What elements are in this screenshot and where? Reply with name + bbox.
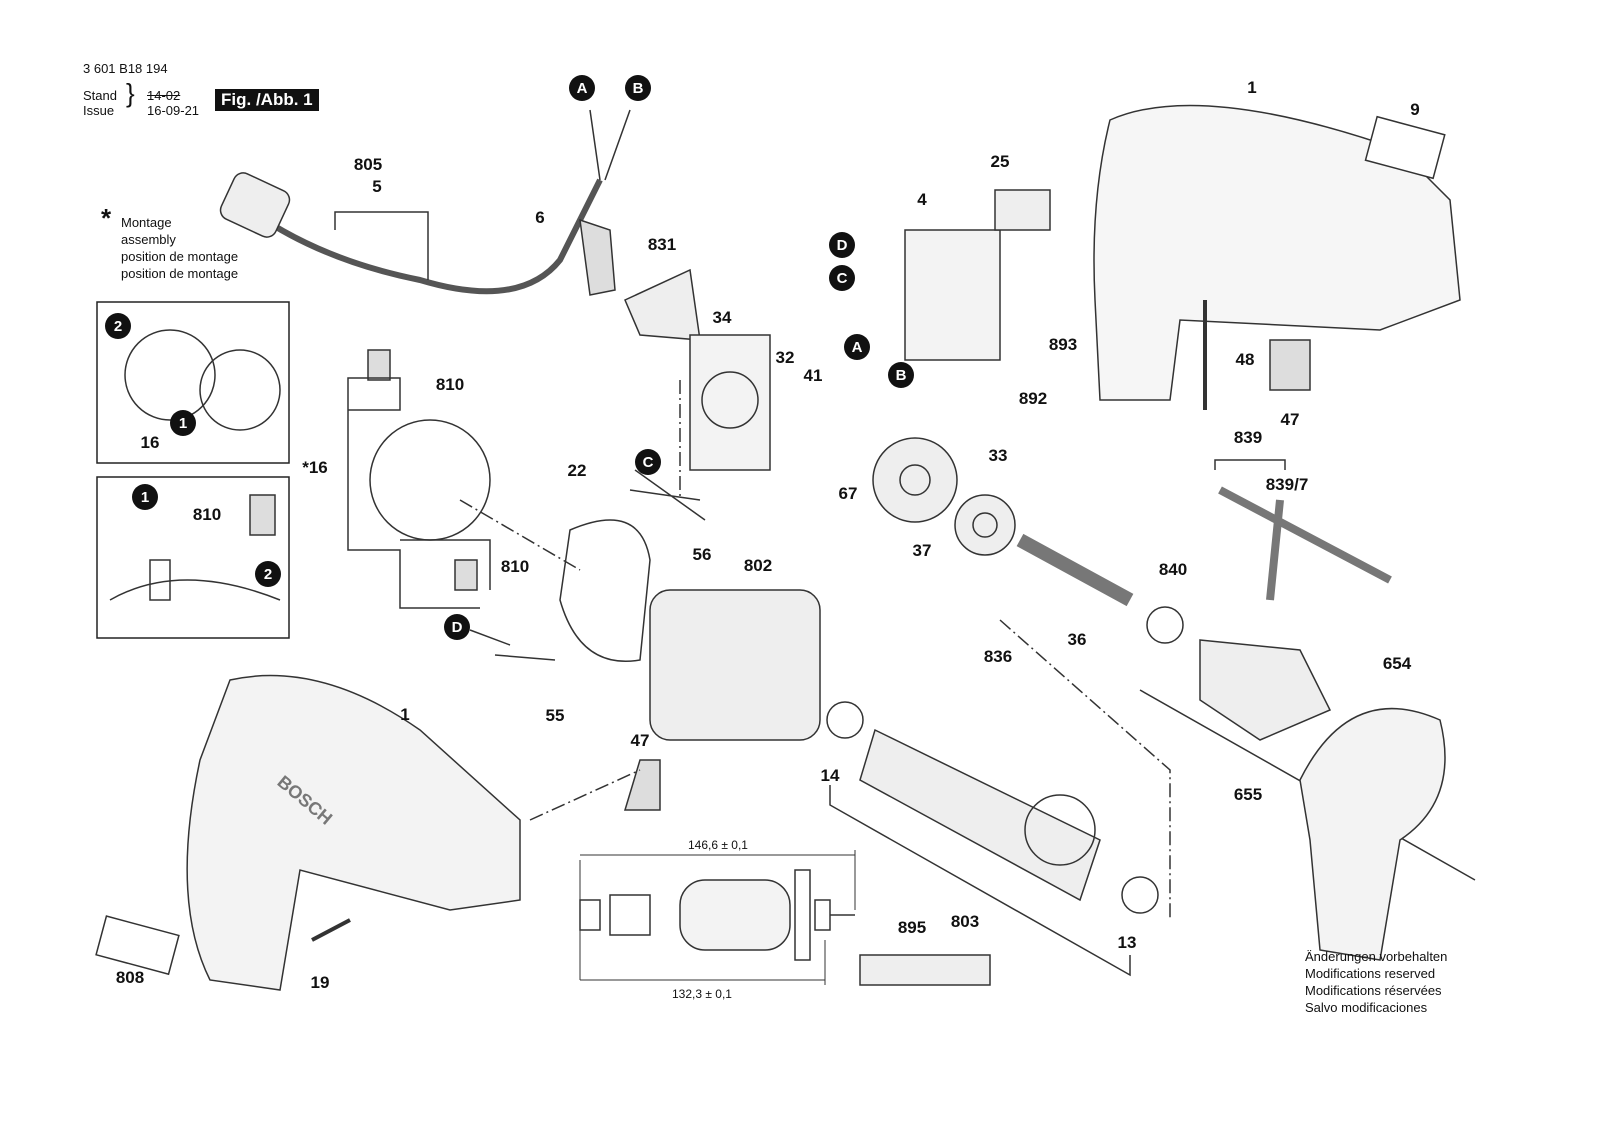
part-label-839: 839 [1233, 428, 1263, 447]
part-label-67: 67 [838, 484, 858, 503]
inset-1 [96, 301, 290, 464]
figure-label: Fig. /Abb. 1 [215, 89, 319, 111]
footnote-line: Salvo modificaciones [1305, 1000, 1428, 1015]
stand-value: 14-02 [147, 88, 181, 103]
part-label-6: 6 [535, 208, 545, 227]
connector-marker-c: C [829, 265, 855, 291]
cable-sleeve [579, 218, 616, 296]
stator [649, 589, 821, 741]
dimension-inner: 132,3 ± 0,1 [672, 987, 732, 1001]
legend-line: Montage [121, 215, 172, 230]
chuck [1199, 639, 1332, 741]
footnote-line: Modifications reserved [1305, 966, 1436, 981]
part-label-32: 32 [775, 348, 795, 367]
part-label-655: 655 [1233, 785, 1263, 804]
legend-line: assembly [121, 232, 176, 247]
part-label-831: 831 [647, 235, 677, 254]
switch [904, 229, 1001, 361]
armature [859, 728, 1101, 902]
part-label-840: 840 [1158, 560, 1188, 579]
part-label-802: 802 [743, 556, 773, 575]
footnote-line: Änderungen vorbehalten [1305, 949, 1448, 964]
assembly-step-marker: 1 [170, 410, 196, 436]
aux-handle [1299, 707, 1446, 961]
part-label-9: 9 [1410, 100, 1420, 119]
part-label-14: 14 [820, 766, 840, 785]
footnote: Änderungen vorbehalten Modifications res… [1305, 948, 1447, 1016]
part-label-16: *16 [302, 458, 328, 477]
assembly-step-marker: 2 [255, 561, 281, 587]
connector-marker-a: A [844, 334, 870, 360]
brush-plate [369, 419, 491, 541]
part-label-4: 4 [917, 190, 927, 209]
part-label-803: 803 [950, 912, 980, 931]
brace: } [126, 78, 135, 108]
part-label-19: 19 [310, 973, 330, 992]
stand-label: Stand [83, 88, 117, 103]
part-label-810: 810 [192, 505, 222, 524]
legend-line: position de montage [121, 249, 239, 264]
part-label-36: 36 [1067, 630, 1087, 649]
part-number: 3 601 B18 194 [83, 61, 168, 76]
inset-2 [96, 476, 290, 639]
connector-marker-d: D [829, 232, 855, 258]
connector-marker-b: B [888, 362, 914, 388]
assembly-star: * [101, 203, 112, 233]
bracket-805 [334, 211, 429, 280]
connector-marker-a: A [569, 75, 595, 101]
cable-wires [589, 109, 631, 181]
part-label-895: 895 [897, 918, 927, 937]
power-cord [248, 178, 603, 295]
issue-value: 16-09-21 [147, 103, 200, 118]
part-label-836: 836 [983, 647, 1013, 666]
part-label-37: 37 [912, 541, 932, 560]
part-label-41: 41 [803, 366, 823, 385]
footnote-line: Modifications réservées [1305, 983, 1442, 998]
legend-line: position de montage [121, 266, 239, 281]
part-label-13: 13 [1117, 933, 1137, 952]
spindle [1016, 533, 1134, 607]
part-label-5: 5 [372, 177, 382, 196]
housing-half [1093, 104, 1461, 401]
dimension-lines [579, 850, 856, 985]
gear [872, 437, 958, 523]
part-label-1: 1 [400, 705, 410, 724]
issue-label: Issue [83, 103, 115, 118]
part-label-56: 56 [692, 545, 712, 564]
part-label-48: 48 [1235, 350, 1255, 369]
part-label-47: 47 [1280, 410, 1300, 429]
housing-front [186, 674, 521, 991]
part-label-16: 16 [140, 433, 160, 452]
part-label-810: 810 [435, 375, 465, 394]
legend-text: Montage assembly position de montage pos… [121, 214, 238, 282]
assembly-step-marker: 1 [132, 484, 158, 510]
part-label-34: 34 [712, 308, 732, 327]
part-label-893: 893 [1048, 335, 1078, 354]
part-label-808: 808 [115, 968, 145, 987]
part-label-810: 810 [500, 557, 530, 576]
assembly-step-marker: 2 [105, 313, 131, 339]
part-label-1: 1 [1247, 78, 1257, 97]
part-label-654: 654 [1382, 654, 1412, 673]
chuck-key [1218, 486, 1392, 601]
part-label-8397: 839/7 [1265, 475, 1309, 494]
part-label-55: 55 [545, 706, 565, 725]
connector-marker-b: B [625, 75, 651, 101]
part-label-33: 33 [988, 446, 1008, 465]
grease-tube [859, 954, 991, 986]
part-label-892: 892 [1018, 389, 1048, 408]
connector-marker-c: C [635, 449, 661, 475]
part-label-25: 25 [990, 152, 1010, 171]
connector-marker-d: D [444, 614, 470, 640]
part-label-22: 22 [567, 461, 587, 480]
plug [219, 172, 291, 238]
part-label-47: 47 [630, 731, 650, 750]
dimension-total: 146,6 ± 0,1 [688, 838, 748, 852]
part-label-805: 805 [353, 155, 383, 174]
